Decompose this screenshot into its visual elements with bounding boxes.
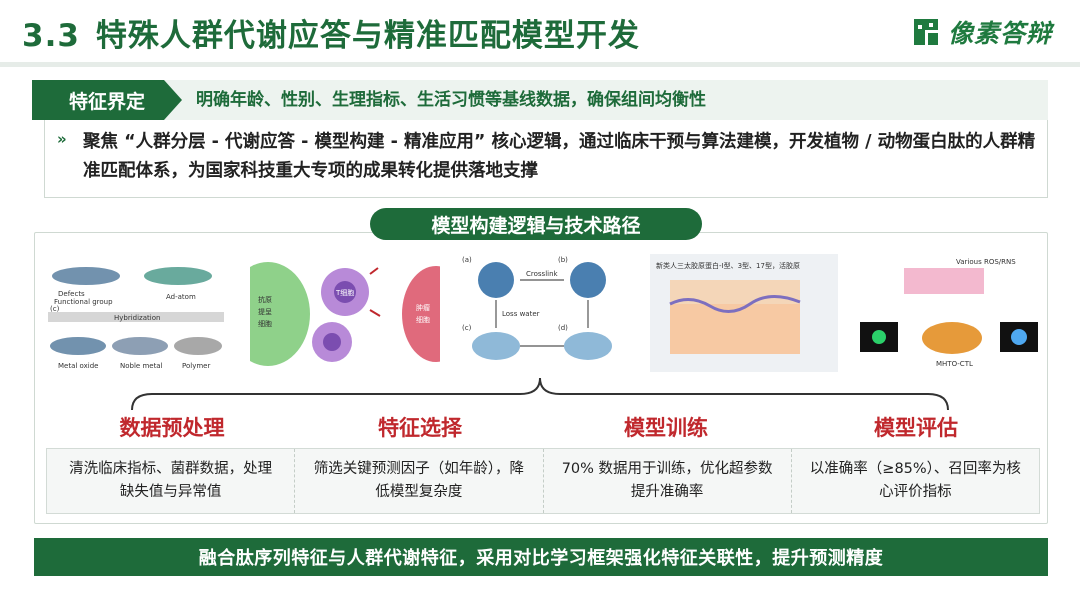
fig1-label: Functional group — [54, 298, 113, 306]
fig1-label: Defects — [58, 290, 85, 298]
intro-box: » 聚焦 “人群分层 - 代谢应答 - 模型构建 - 精准应用” 核心逻辑，通过… — [44, 120, 1048, 198]
skin-collagen-figure: 新类人三太胶原蛋白-I型、3型、17型，活胶原 — [650, 254, 838, 372]
fig3-label: (a) — [462, 256, 472, 264]
section-number: 3.3 — [22, 18, 80, 54]
intro-text: 聚焦 “人群分层 - 代谢应答 - 模型构建 - 精准应用” 核心逻辑，通过临床… — [83, 132, 1036, 181]
fig2-label: 细胞 — [416, 315, 430, 324]
fig1-label: Polymer — [182, 362, 210, 370]
fig2-label: T细胞 — [335, 288, 354, 297]
panel-title: 模型构建逻辑与技术路径 — [370, 208, 702, 240]
page-title: 3.3 特殊人群代谢应答与精准匹配模型开发 — [22, 10, 640, 55]
logo-text: 像素答辩 — [947, 19, 1052, 48]
step-desc-training: 70% 数据用于训练，优化超参数提升准确率 — [544, 449, 792, 513]
fig5-label: MHTO-CTL — [936, 360, 973, 368]
fig5-label: Various ROS/RNS — [956, 258, 1016, 266]
double-chevron-icon: » — [57, 130, 67, 148]
step-title-feature-selection: 特征选择 — [378, 416, 462, 440]
fig4-label: 新类人三太胶原蛋白-I型、3型、17型，活胶原 — [656, 261, 800, 270]
pixel-logo-icon — [913, 19, 938, 45]
fig1-label: Hybridization — [114, 314, 160, 322]
feature-text: 明确年龄、性别、生理指标、生活习惯等基线数据，确保组间均衡性 — [196, 90, 706, 110]
step-description-row: 清洗临床指标、菌群数据，处理缺失值与异常值 筛选关键预测因子（如年龄），降低模型… — [46, 448, 1040, 514]
fig3-label: Loss water — [502, 310, 540, 318]
fig3-label: (c) — [462, 324, 472, 332]
brand-logo: 像素答辩 — [912, 14, 1052, 50]
fig2-label: 提呈 — [258, 307, 272, 316]
step-title-preprocess: 数据预处理 — [119, 416, 225, 440]
fig3-label: (b) — [558, 256, 568, 264]
step-desc-preprocess: 清洗临床指标、菌群数据，处理缺失值与异常值 — [47, 449, 296, 513]
fig1-label: Noble metal — [120, 362, 163, 370]
nanomaterial-figure: Defects Functional group Ad-atom (c) Hyb… — [48, 254, 224, 372]
ros-figure: Various ROS/RNS MHTO-CTL — [860, 254, 1038, 372]
summary-bar: 融合肽序列特征与人群代谢特征，采用对比学习框架强化特征关联性，提升预测精度 — [34, 538, 1048, 576]
fig2-label: 抗原 — [258, 295, 272, 304]
title-text: 特殊人群代谢应答与精准匹配模型开发 — [95, 18, 640, 54]
hydrogel-figure: (a) (b) Crosslink Loss water (c) (d) — [460, 254, 636, 372]
fig1-label: Metal oxide — [58, 362, 98, 370]
step-desc-evaluation: 以准确率（≥85%）、召回率为核心评价指标 — [809, 461, 1021, 500]
fig1-label: Ad-atom — [166, 293, 196, 301]
title-divider — [0, 62, 1080, 67]
fig2-label: 细胞 — [258, 319, 272, 328]
step-title-evaluation: 模型评估 — [874, 416, 958, 440]
step-title-training: 模型训练 — [624, 416, 708, 440]
immune-cell-figure: 抗原 提呈 细胞 肿瘤 细胞 T细胞 — [250, 254, 440, 372]
step-desc-feature-selection: 筛选关键预测因子（如年龄），降低模型复杂度 — [295, 449, 544, 513]
fig1-label: (c) — [50, 305, 60, 313]
fig3-label: Crosslink — [526, 270, 559, 278]
fig2-label: 肿瘤 — [416, 303, 430, 312]
feature-tag: 特征界定 — [32, 80, 182, 120]
brace-connector — [131, 377, 949, 411]
feature-bar: 特征界定 明确年龄、性别、生理指标、生活习惯等基线数据，确保组间均衡性 — [32, 80, 1048, 120]
fig3-label: (d) — [558, 324, 568, 332]
